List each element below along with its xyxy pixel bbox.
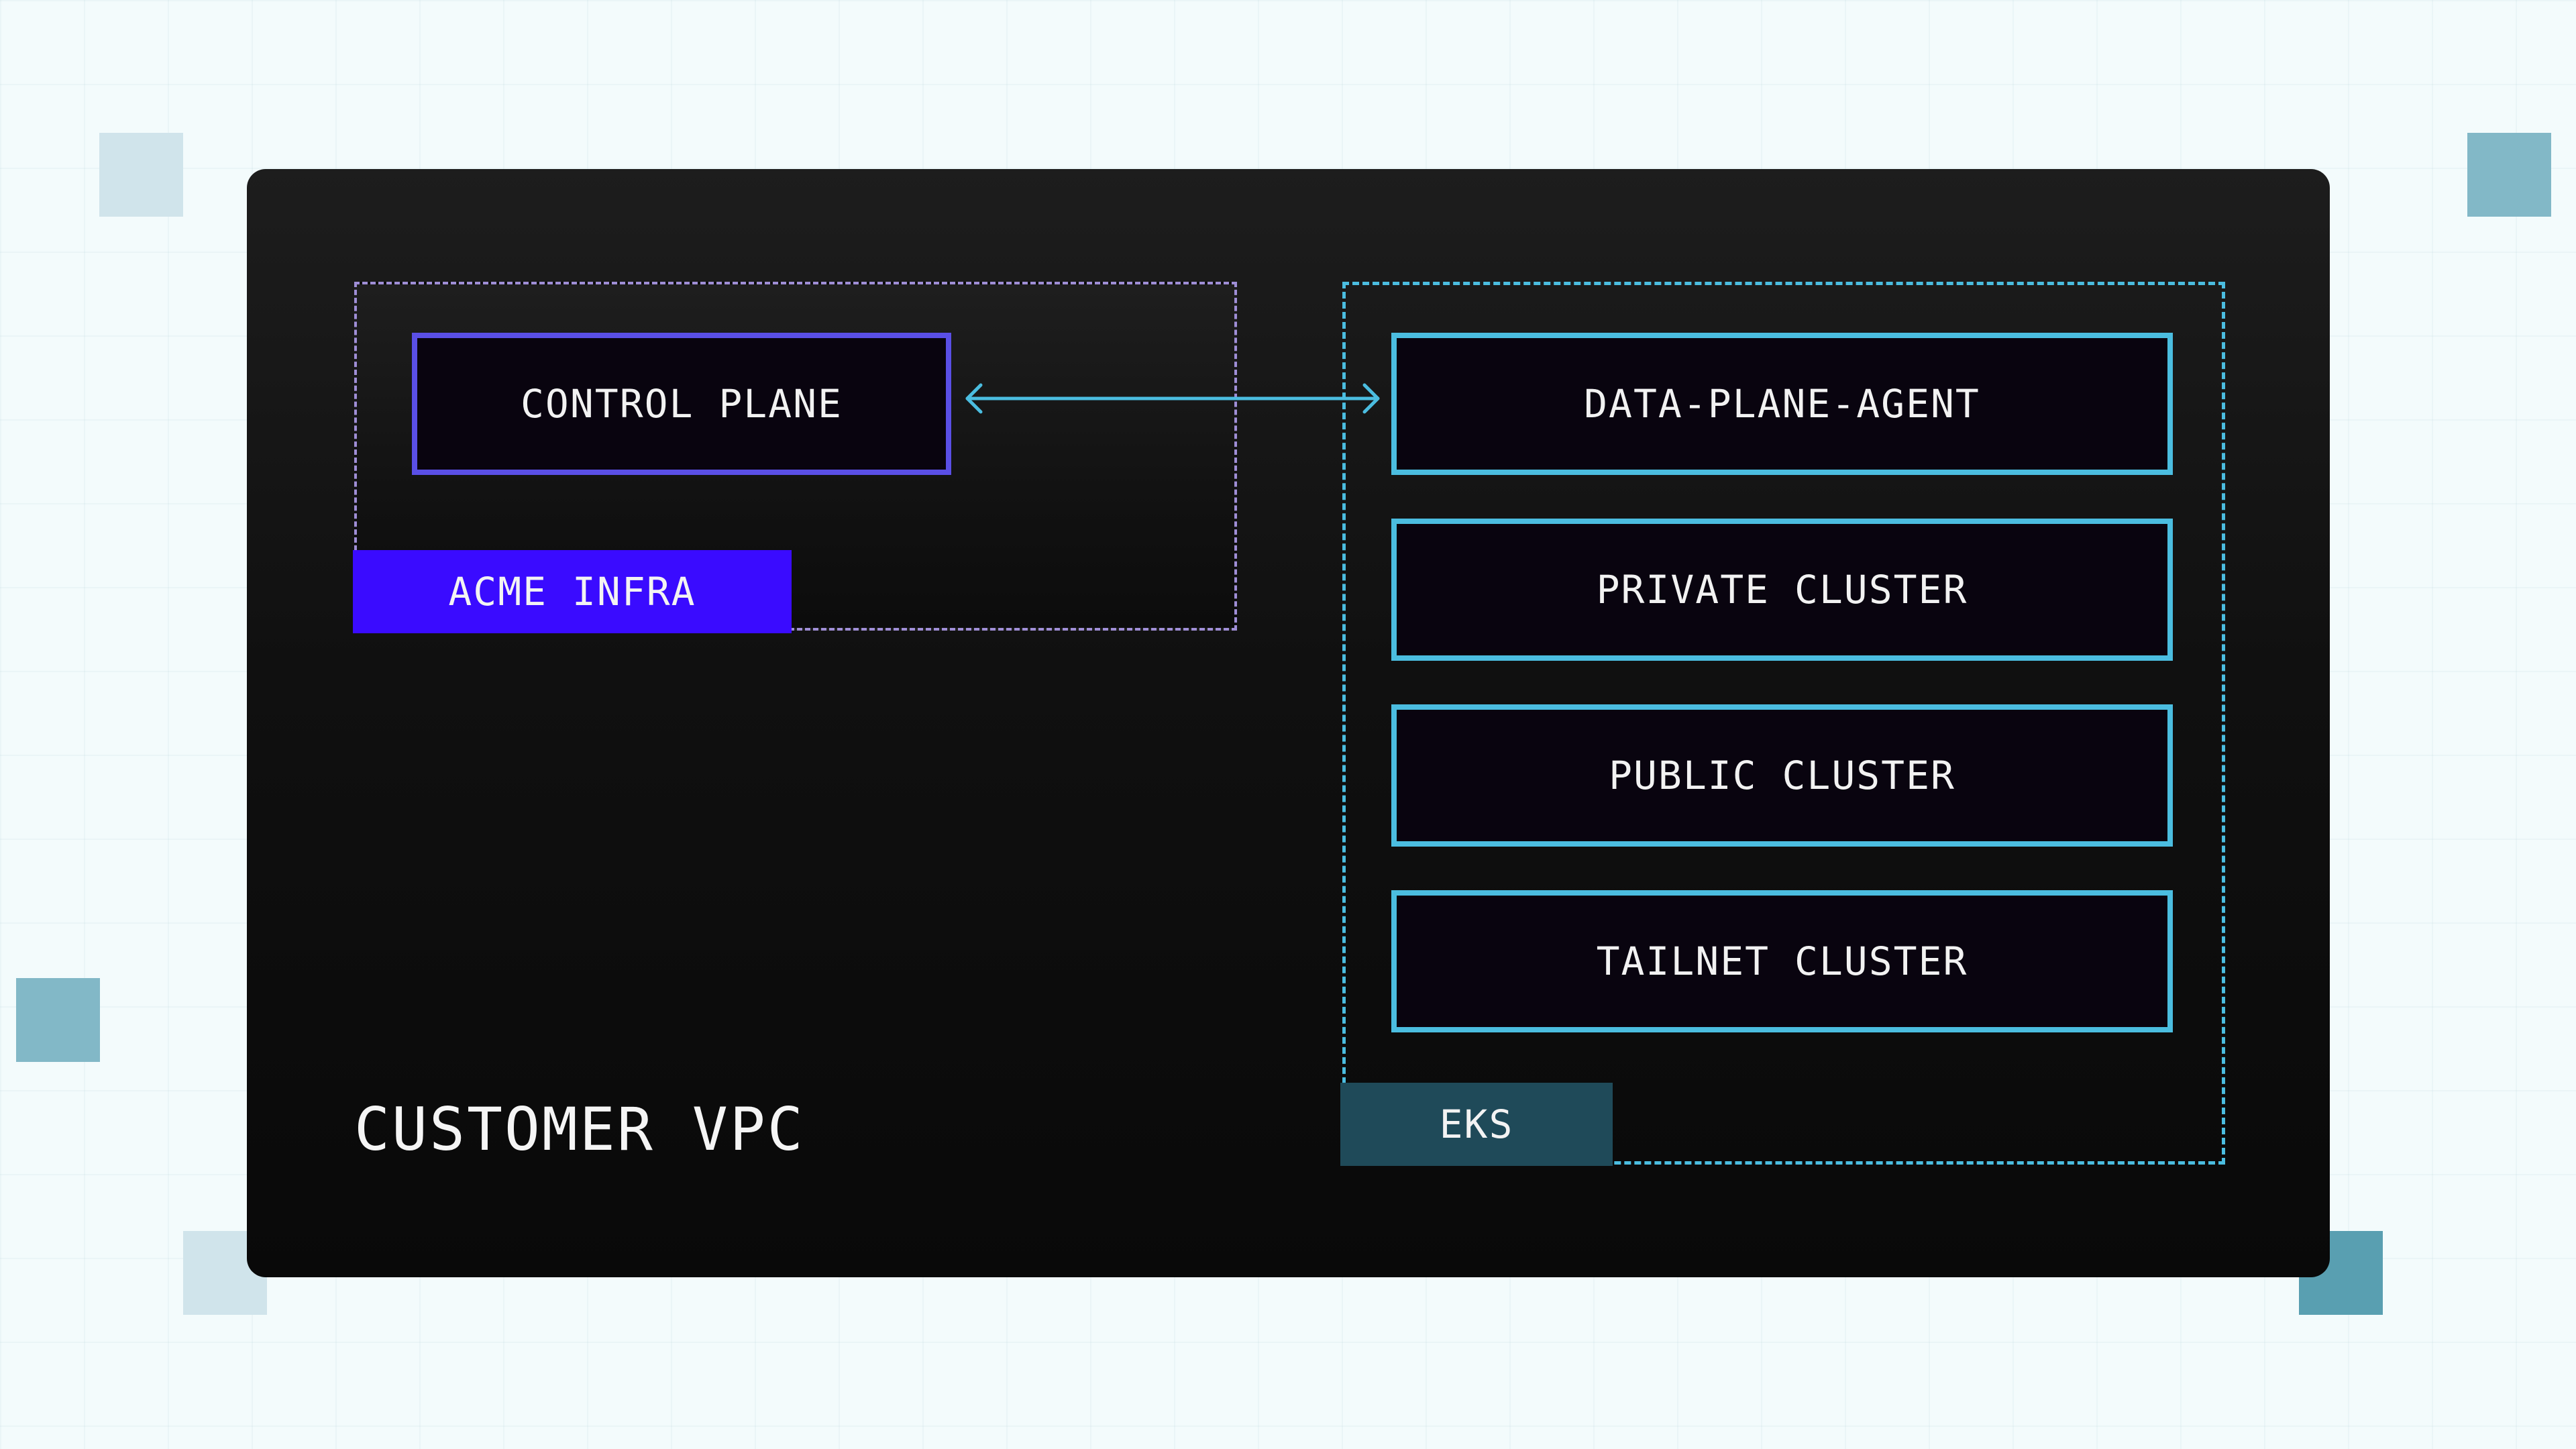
arrow-head-right <box>1362 383 1380 414</box>
private-cluster-node: PRIVATE CLUSTER <box>1391 519 2173 661</box>
eks-tag: EKS <box>1340 1083 1613 1166</box>
private-cluster-label: PRIVATE CLUSTER <box>1596 567 1968 612</box>
customer-vpc-panel: CONTROL PLANE DATA-PLANE-AGENT PRIVATE C… <box>247 169 2330 1277</box>
data-plane-agent-label: DATA-PLANE-AGENT <box>1584 381 1980 427</box>
bidirectional-arrow <box>965 383 1380 414</box>
public-cluster-label: PUBLIC CLUSTER <box>1609 753 1955 798</box>
decorative-square <box>16 978 100 1062</box>
arrow-head-left <box>965 383 983 414</box>
control-plane-node: CONTROL PLANE <box>412 333 951 475</box>
acme-infra-tag: ACME INFRA <box>353 550 792 633</box>
eks-group <box>1342 282 2225 1165</box>
acme-infra-label: ACME INFRA <box>448 569 696 614</box>
customer-vpc-label: CUSTOMER VPC <box>354 1095 805 1164</box>
decorative-square <box>2467 133 2551 217</box>
public-cluster-node: PUBLIC CLUSTER <box>1391 704 2173 847</box>
control-plane-label: CONTROL PLANE <box>521 381 843 427</box>
decorative-square <box>99 133 183 217</box>
data-plane-agent-node: DATA-PLANE-AGENT <box>1391 333 2173 475</box>
tailnet-cluster-label: TAILNET CLUSTER <box>1596 938 1968 984</box>
tailnet-cluster-node: TAILNET CLUSTER <box>1391 890 2173 1032</box>
eks-label: EKS <box>1439 1102 1514 1147</box>
